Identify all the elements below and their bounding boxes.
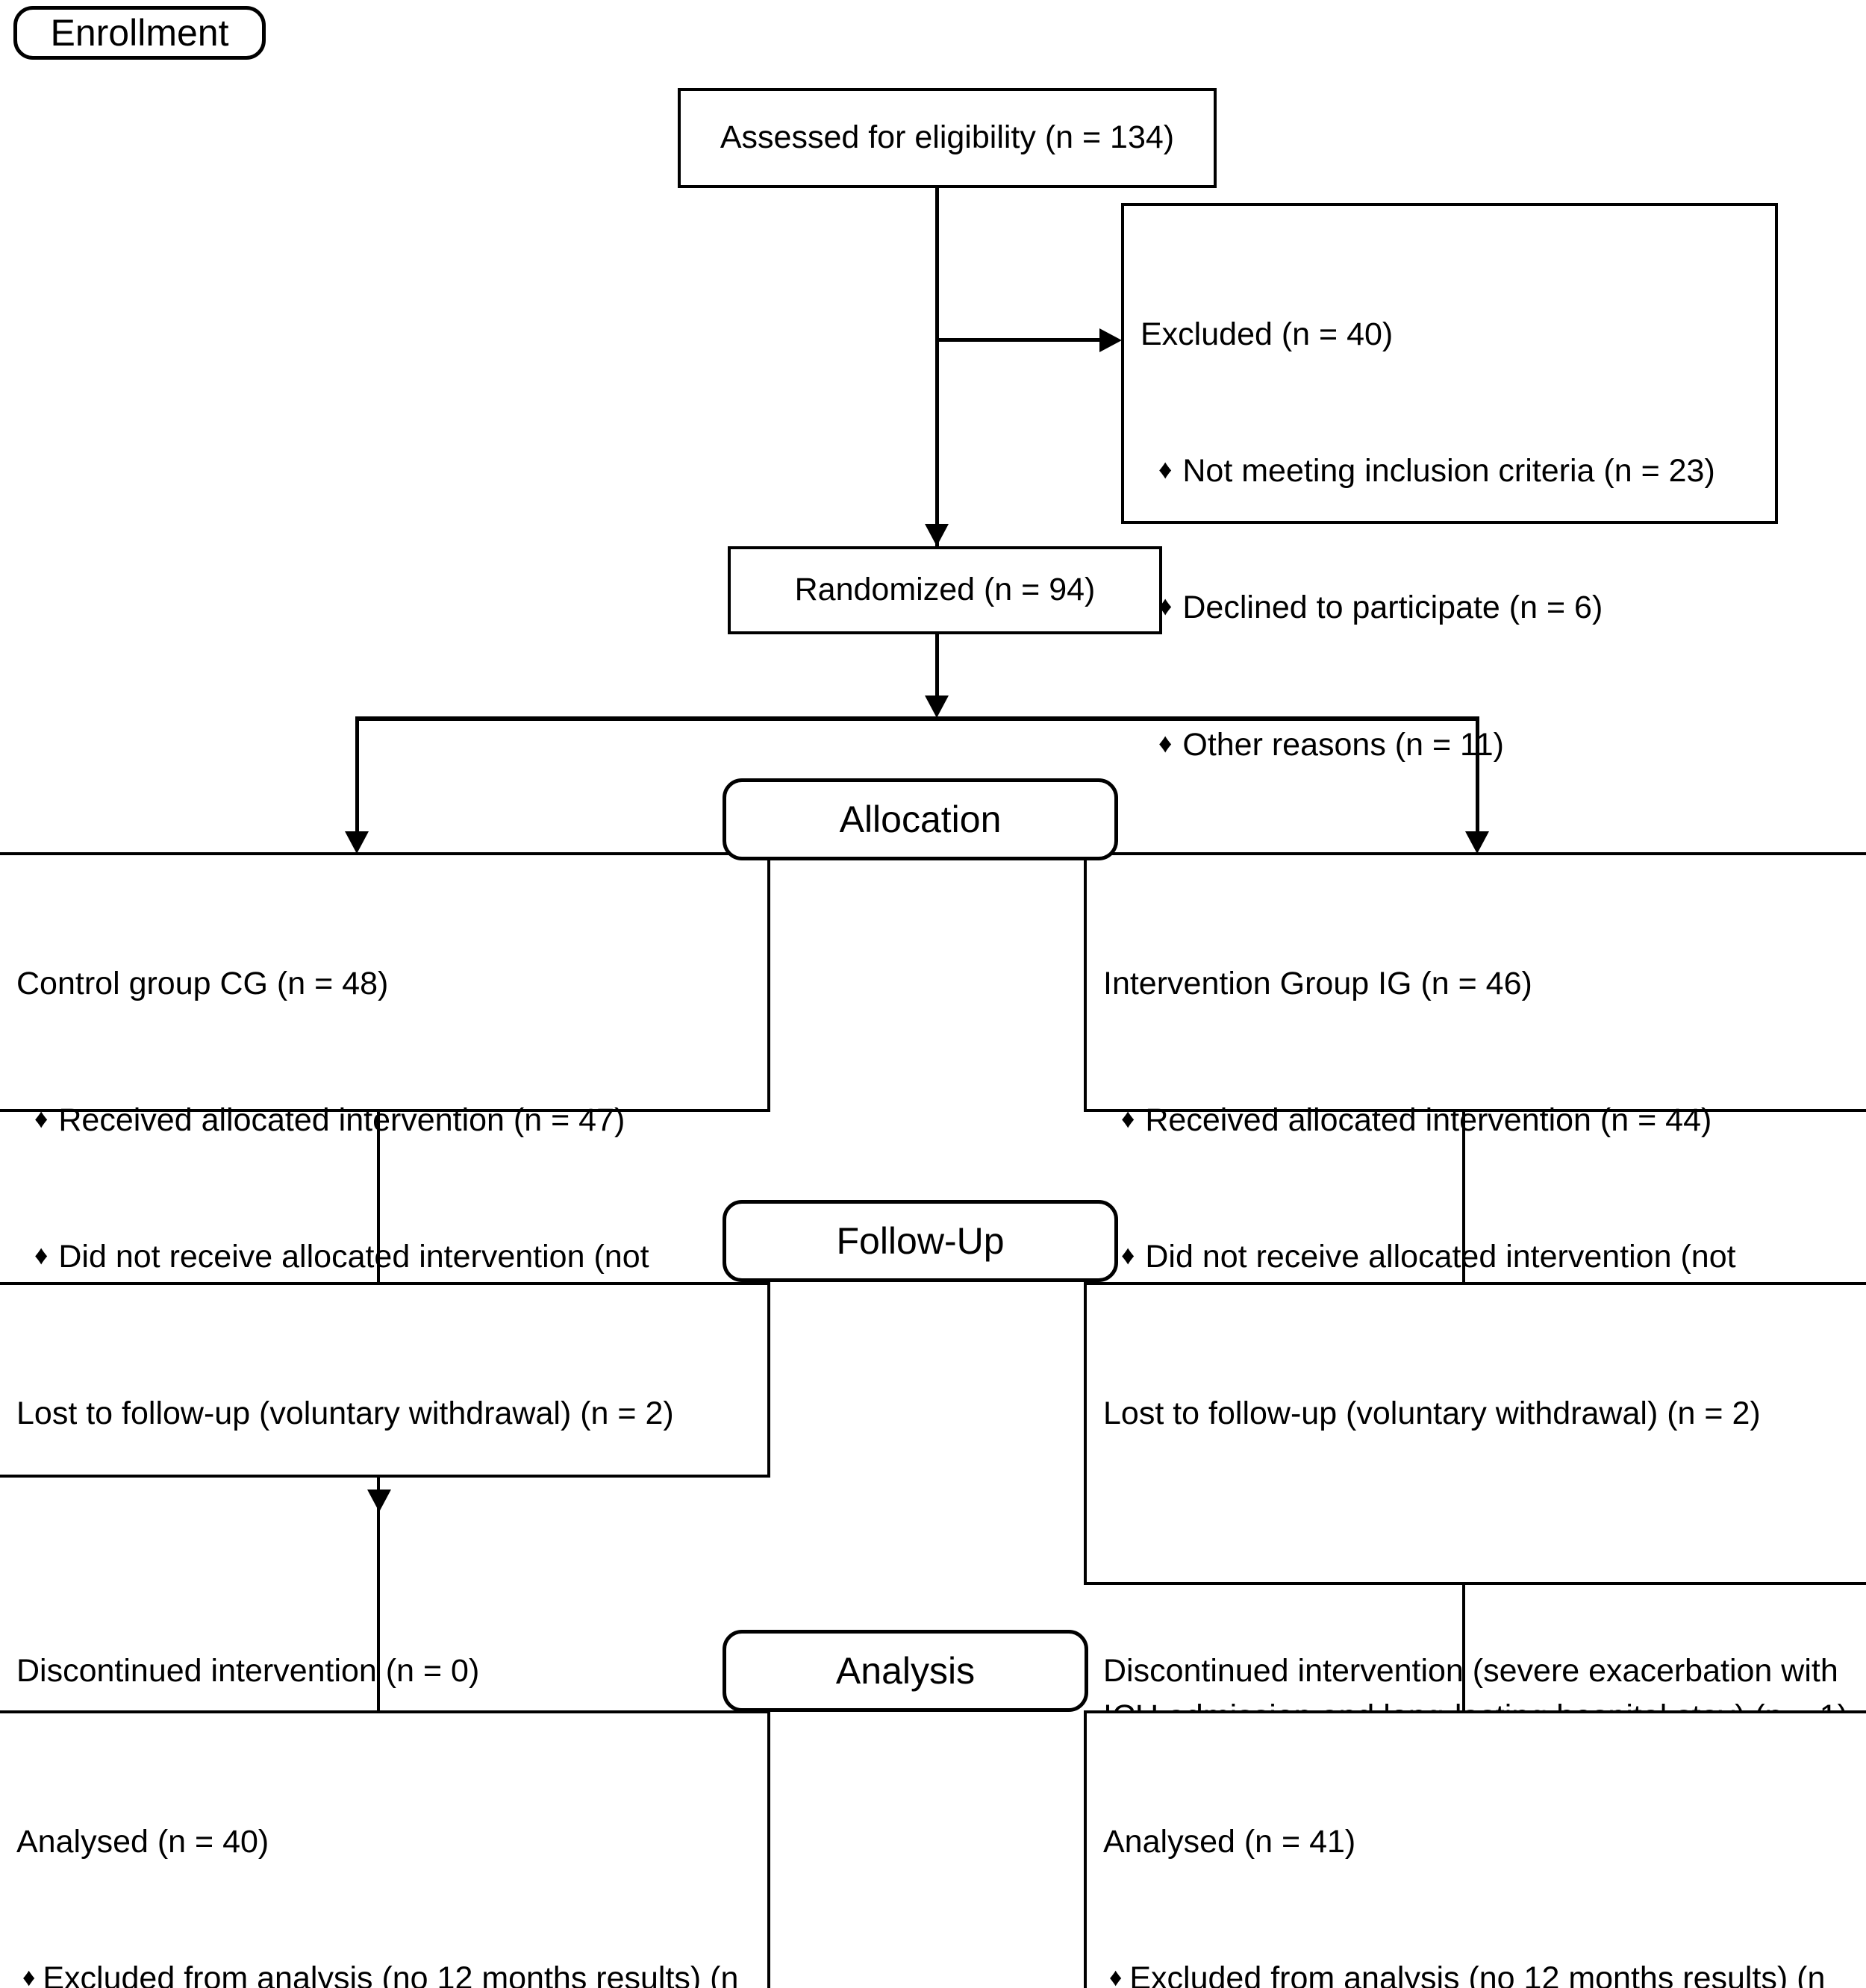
box-intervention-group-allocation: Intervention Group IG (n = 46) ♦Received…: [1084, 852, 1866, 1320]
arrowhead-to-excluded: [1099, 328, 1122, 352]
stage-label-allocation-text: Allocation: [839, 798, 1002, 840]
box-intervention-followup: Lost to follow-up (voluntary withdrawal)…: [1084, 1282, 1866, 1734]
assessed-text: Assessed for eligibility (n = 134): [720, 119, 1175, 156]
bullet-diamond-icon: ♦: [1158, 454, 1173, 485]
stage-label-enrollment: Enrollment: [13, 6, 266, 60]
bullet-diamond-icon: ♦: [1121, 1240, 1135, 1271]
randomized-text: Randomized (n = 94): [794, 572, 1096, 608]
stage-label-enrollment-text: Enrollment: [50, 12, 229, 54]
arrowhead-to-randomized: [925, 524, 949, 546]
excluded-bullet-2: ♦Other reasons (n = 11): [1158, 726, 1504, 763]
intervention-followup-lost: Lost to follow-up (voluntary withdrawal)…: [1103, 1395, 1761, 1432]
box-control-analysis: Analysed (n = 40) ♦Excluded from analysi…: [0, 1710, 770, 1988]
excluded-heading: Excluded (n = 40): [1140, 316, 1394, 353]
intervention-analysis-heading: Analysed (n = 41): [1103, 1824, 1356, 1860]
connector-split-left-drop: [355, 716, 359, 836]
intervention-allocation-bullet-0: ♦Received allocated intervention (n = 44…: [1121, 1102, 1712, 1139]
connector-control-to-analysis: [377, 1478, 380, 1767]
box-control-group-allocation: Control group CG (n = 48) ♦Received allo…: [0, 852, 770, 1320]
bullet-diamond-icon: ♦: [34, 1103, 49, 1134]
control-analysis-bullet: ♦Excluded from analysis (no 12 months re…: [16, 1956, 751, 1988]
intervention-followup-spacer: [1103, 1528, 1850, 1557]
stage-label-analysis: Analysis: [723, 1630, 1088, 1712]
connector-split-right-drop: [1476, 716, 1479, 836]
control-followup-spacer: [16, 1528, 751, 1557]
connector-assessed-to-excluded: [938, 338, 1107, 342]
connector-assessed-trunk: [935, 188, 939, 546]
arrowhead-to-intervention-group: [1465, 831, 1489, 854]
arrowhead-randomized-split: [925, 696, 949, 718]
excluded-bullet-1: ♦Declined to participate (n = 6): [1158, 590, 1603, 626]
control-followup-discontinued: Discontinued intervention (n = 0): [16, 1653, 480, 1690]
bullet-diamond-icon: ♦: [1109, 1963, 1123, 1988]
bullet-diamond-icon: ♦: [22, 1963, 36, 1988]
box-intervention-analysis: Analysed (n = 41) ♦Excluded from analysi…: [1084, 1710, 1866, 1988]
bullet-diamond-icon: ♦: [1158, 727, 1173, 758]
intervention-allocation-heading: Intervention Group IG (n = 46): [1103, 966, 1532, 1002]
intervention-analysis-bullet: ♦Excluded from analysis (no 12 months re…: [1103, 1956, 1850, 1988]
stage-label-followup-text: Follow-Up: [836, 1220, 1005, 1262]
connector-intervention-to-analysis: [1462, 1585, 1465, 1767]
allocation-split-bus: [355, 716, 1479, 721]
stage-label-analysis-text: Analysis: [835, 1650, 976, 1692]
control-followup-lost: Lost to follow-up (voluntary withdrawal)…: [16, 1395, 674, 1432]
control-analysis-heading: Analysed (n = 40): [16, 1824, 269, 1860]
bullet-diamond-icon: ♦: [1121, 1103, 1135, 1134]
box-assessed-for-eligibility: Assessed for eligibility (n = 134): [678, 88, 1217, 188]
control-allocation-bullet-0: ♦Received allocated intervention (n = 47…: [34, 1102, 625, 1139]
connector-randomized-down: [935, 634, 939, 696]
arrowhead-to-control-group: [345, 831, 369, 854]
box-control-followup: Lost to follow-up (voluntary withdrawal)…: [0, 1282, 770, 1689]
control-allocation-heading: Control group CG (n = 48): [16, 966, 389, 1002]
stage-label-followup: Follow-Up: [723, 1200, 1118, 1282]
box-excluded: Excluded (n = 40) ♦Not meeting inclusion…: [1121, 203, 1778, 1036]
bullet-diamond-icon: ♦: [34, 1240, 49, 1271]
box-randomized: Randomized (n = 94): [728, 546, 1162, 634]
stage-label-allocation: Allocation: [723, 778, 1118, 860]
excluded-bullet-0: ♦Not meeting inclusion criteria (n = 23): [1158, 453, 1715, 490]
